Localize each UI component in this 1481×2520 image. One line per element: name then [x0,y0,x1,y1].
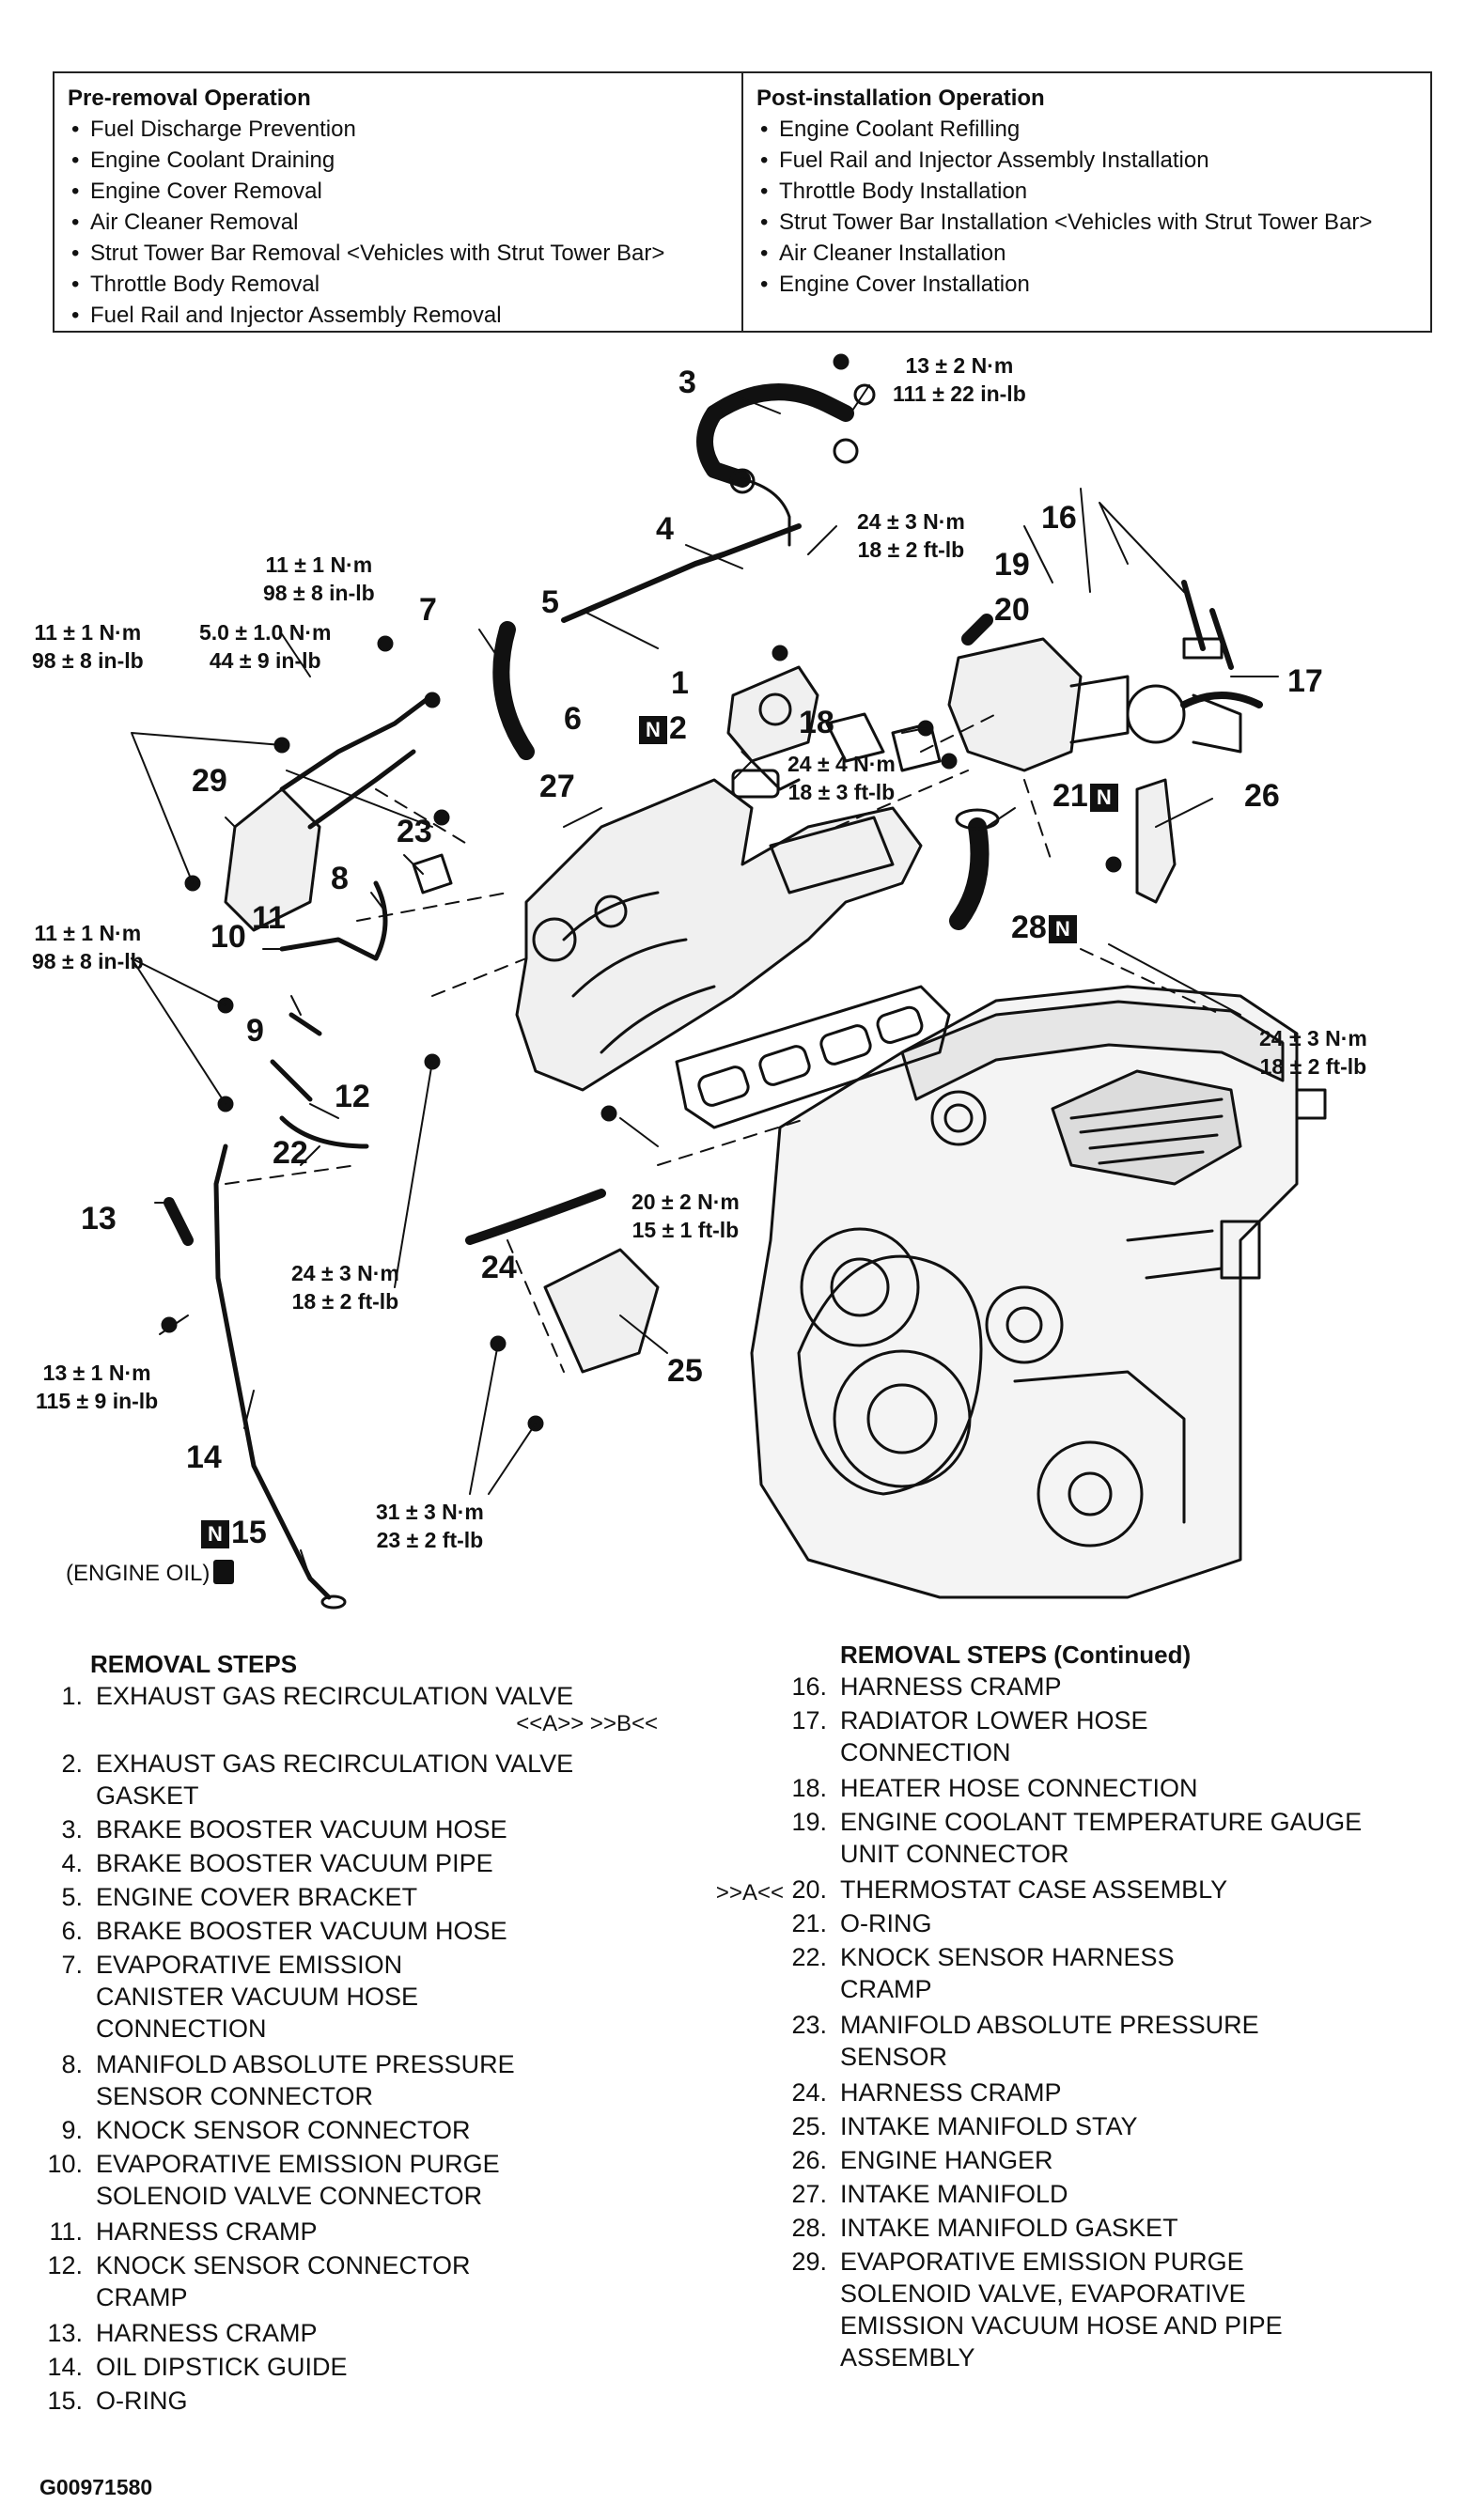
callout-6: 6 [564,701,582,737]
n-mark-icon: N [1089,784,1118,812]
pre-removal-column: Pre-removal Operation Fuel Discharge Pre… [55,73,741,331]
list-item: Fuel Rail and Injector Assembly Installa… [756,145,1417,176]
callout-26: 26 [1244,778,1280,814]
torque-spec-purge-bracket: 11 ± 1 N·m 98 ± 8 in-lb [32,620,144,673]
callout-5: 5 [541,584,559,620]
removal-steps-title: REMOVAL STEPS [90,1650,298,1678]
list-item: Throttle Body Installation [756,176,1417,207]
removal-steps-continued-title: REMOVAL STEPS (Continued) [840,1641,1192,1669]
torque-spec-manifold-stay: 20 ± 2 N·m 15 ± 1 ft-lb [631,1190,740,1242]
callout-17: 17 [1287,663,1323,699]
egr-valve-drawing [726,665,819,799]
vacuum-pipe-drawing [561,523,802,623]
callout-24: 24 [481,1250,517,1285]
list-item: Fuel Rail and Injector Assembly Removal [68,300,728,331]
thermostat-case-drawing [947,614,1263,772]
callout-23: 23 [397,814,432,849]
vacuum-hose-6-drawing [492,621,535,760]
list-item: Throttle Body Removal [68,269,728,300]
post-installation-column: Post-installation Operation Engine Coola… [741,73,1430,331]
pre-removal-title: Pre-removal Operation [68,86,311,111]
list-item: Air Cleaner Installation [756,238,1417,269]
callout-22: 22 [273,1135,308,1171]
torque-spec-map-sensor: 5.0 ± 1.0 N·m 44 ± 9 in-lb [199,620,332,673]
torque-spec-evap-bolt: 11 ± 1 N·m 98 ± 8 in-lb [263,552,375,605]
oil-can-icon [213,1560,235,1584]
torque-spec-engine-hanger: 24 ± 3 N·m 18 ± 2 ft-lb [1259,1026,1367,1079]
callout-7: 7 [419,592,437,628]
harness-cramp-16-drawing [1181,580,1234,670]
list-item: Strut Tower Bar Installation <Vehicles w… [756,207,1417,238]
list-item: Engine Cover Installation [756,269,1417,300]
list-item: Engine Coolant Draining [68,145,728,176]
operations-table: Pre-removal Operation Fuel Discharge Pre… [53,71,1432,333]
callout-25: 25 [667,1353,703,1389]
intake-manifold-gasket-drawing [675,985,951,1129]
torque-spec-purge-valve: 11 ± 1 N·m 98 ± 8 in-lb [32,921,144,973]
engine-assembly-drawing [750,985,1327,1599]
procedure-reference-20: >>A<< [715,1880,784,1906]
n-mark-icon: N [201,1520,229,1548]
figure-id: G00971580 [39,2475,153,2499]
leader-lines [131,384,1279,1579]
diagram-artwork [131,353,1327,1610]
callout-20: 20 [994,592,1030,628]
callout-19: 19 [994,547,1030,583]
n-mark-icon: N [1048,915,1077,943]
intake-manifold-drawing [515,778,923,1092]
list-item: Air Cleaner Removal [68,207,728,238]
callout-8: 8 [331,861,349,896]
torque-spec-dipstick: 13 ± 1 N·m 115 ± 9 in-lb [36,1361,159,1413]
callout-27: 27 [539,769,575,804]
torque-spec-egr: 24 ± 3 N·m 18 ± 2 ft-lb [857,509,965,562]
intake-manifold-stay-drawing [543,1248,660,1374]
purge-solenoid-drawing [224,692,435,932]
callout-13: 13 [81,1201,117,1237]
pre-removal-list: Fuel Discharge Prevention Engine Coolant… [68,114,728,331]
callout-3: 3 [678,365,696,400]
torque-spec-thermostat: 24 ± 4 N·m 18 ± 3 ft-lb [787,752,896,804]
list-item: Engine Cover Removal [68,176,728,207]
torque-spec-stay-bolt: 31 ± 3 N·m 23 ± 2 ft-lb [376,1500,484,1552]
post-installation-list: Engine Coolant Refilling Fuel Rail and I… [756,114,1417,300]
callout-4: 4 [656,511,674,547]
list-item: Engine Coolant Refilling [756,114,1417,145]
callout-1: 1 [671,665,689,701]
list-item: Fuel Discharge Prevention [68,114,728,145]
callout-16: 16 [1041,500,1077,536]
callout-11: 11 [252,900,286,936]
callout-14: 14 [186,1439,222,1475]
list-item: Strut Tower Bar Removal <Vehicles with S… [68,238,728,269]
engine-oil-note: (ENGINE OIL) [66,1560,235,1587]
post-installation-title: Post-installation Operation [756,86,1045,111]
vacuum-hose-drawing [696,383,876,547]
torque-spec-brake-hose: 13 ± 2 N·m 111 ± 22 in-lb [893,353,1026,406]
torque-spec-intake-manifold: 24 ± 3 N·m 18 ± 2 ft-lb [291,1261,399,1314]
oil-dipstick-guide-drawing [164,1143,347,1610]
callout-29: 29 [192,763,227,799]
dashed-phantom-lines [225,713,1223,1373]
callout-18: 18 [799,705,834,740]
callout-10: 10 [210,919,246,955]
callout-12: 12 [335,1079,370,1114]
engine-hanger-drawing [1135,778,1177,904]
callout-9: 9 [246,1013,264,1049]
procedure-reference-17: <<A>> >>B<< [516,1711,658,1736]
n-mark-icon: N [639,716,667,744]
